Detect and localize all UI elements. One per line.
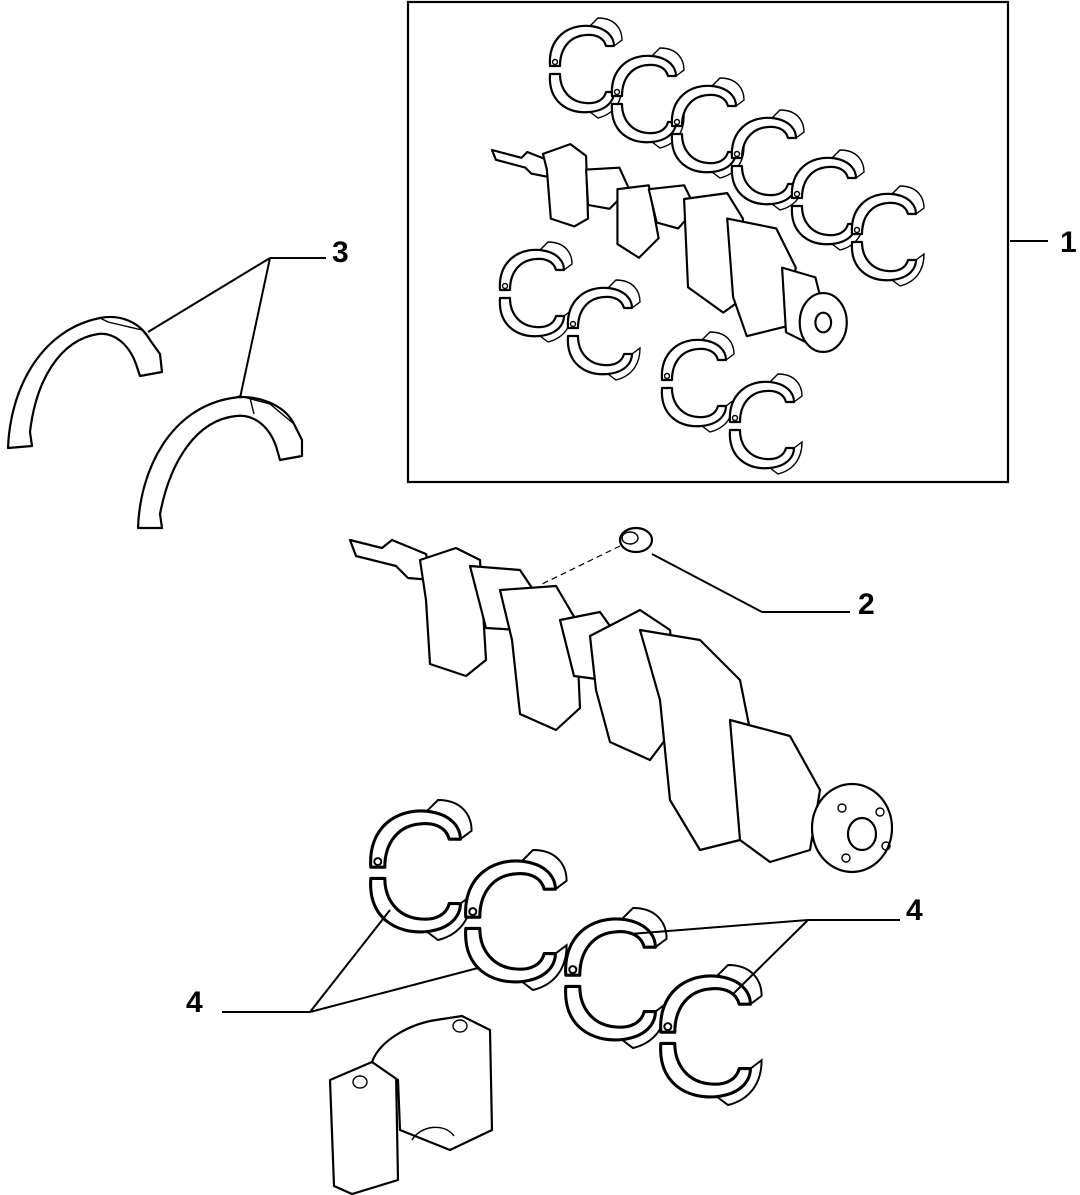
thrust-washer-2 bbox=[136, 395, 304, 530]
main-bearing-cap bbox=[328, 1014, 494, 1195]
leader-lines bbox=[147, 240, 1048, 1013]
thrust-washer-1 bbox=[6, 315, 164, 450]
callout-1: 1 bbox=[1060, 226, 1077, 259]
kit-frame bbox=[406, 0, 1010, 484]
kit-crankshaft bbox=[490, 143, 848, 353]
pilot-bushing bbox=[539, 526, 654, 586]
callout-4-left: 4 bbox=[186, 986, 203, 1019]
callout-3: 3 bbox=[332, 236, 349, 269]
callout-2: 2 bbox=[858, 588, 875, 621]
callout-4-right: 4 bbox=[906, 894, 923, 927]
main-crankshaft bbox=[348, 538, 894, 874]
